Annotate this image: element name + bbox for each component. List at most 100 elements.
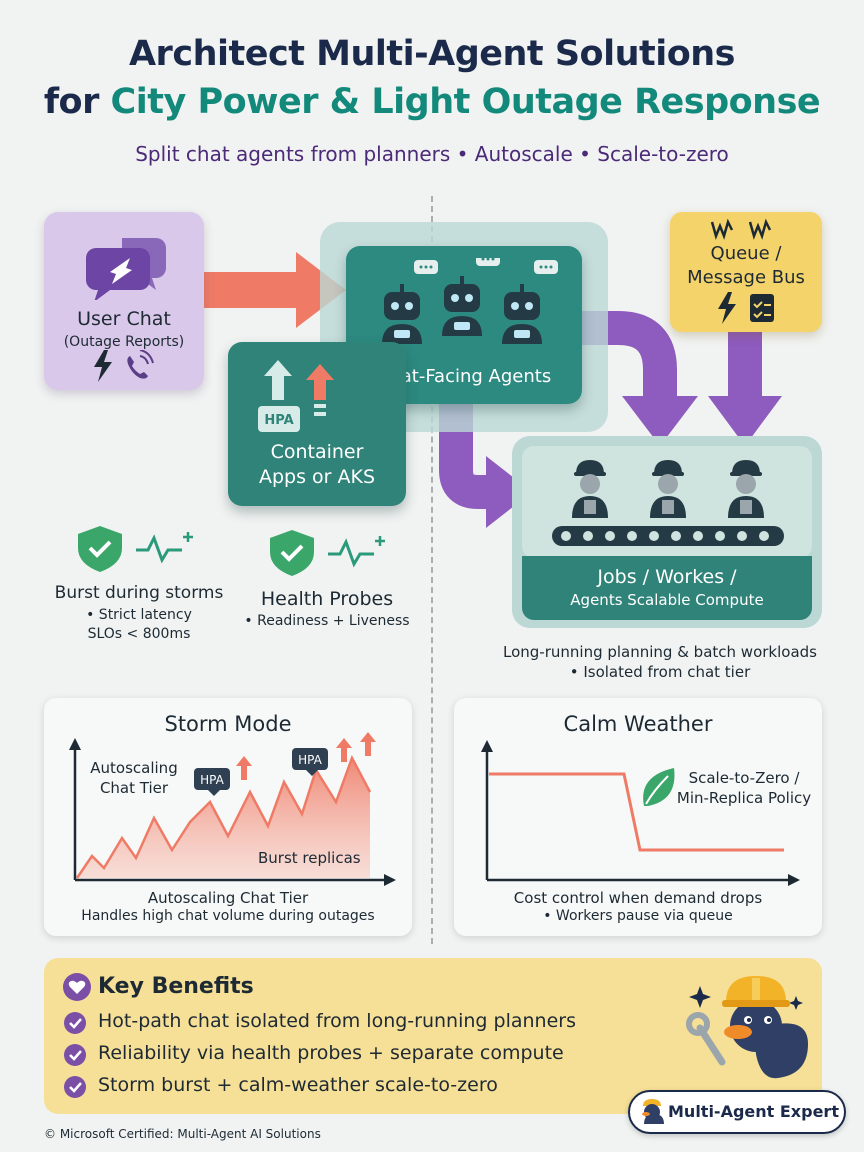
- hpa-tag-text-2: HPA: [298, 753, 322, 767]
- check-icon: [64, 1044, 86, 1066]
- calm-replica-line: [489, 772, 784, 852]
- user-to-agents-arrow: [204, 252, 346, 328]
- burst-feature-icons: [78, 526, 193, 572]
- calm-annot-line1: Scale-to-Zero /: [688, 769, 800, 787]
- hpa-tag-1: HPA: [194, 768, 230, 796]
- benefit-item-2: Reliability via health probes + separate…: [98, 1042, 564, 1064]
- storm-annot-line1: Autoscaling: [90, 759, 178, 777]
- leaf-icon: [643, 768, 675, 806]
- benefit-item-3: Storm burst + calm-weather scale-to-zero: [98, 1074, 498, 1096]
- title-prefix: for: [43, 82, 100, 122]
- calm-annotation: Scale-to-Zero / Min-Replica Policy: [672, 768, 816, 808]
- lightning-icon: [718, 292, 736, 324]
- key-benefits-panel: [44, 958, 822, 1114]
- benefit-item-1: Hot-path chat isolated from long-running…: [98, 1010, 576, 1032]
- page-title: Architect Multi-Agent Solutions: [128, 34, 736, 74]
- heartbeat-icon: [328, 536, 385, 568]
- feature-health-title: Health Probes: [260, 588, 394, 610]
- jobs-caption-line1: Long-running planning & batch workloads: [503, 643, 817, 661]
- calm-annot-line2: Min-Replica Policy: [676, 789, 812, 807]
- container-apps-card: HPA Container Apps or AKS: [228, 342, 406, 506]
- copyright: © Microsoft Certified: Multi-Agent AI So…: [44, 1127, 321, 1141]
- calm-caption1: Cost control when demand drops: [513, 889, 763, 907]
- queue-label-line1: Queue /: [710, 243, 782, 264]
- scale-up-arrow-icon: [360, 732, 376, 756]
- hpa-tag: HPA: [264, 413, 293, 428]
- queue-to-jobs-arrow: [708, 332, 782, 446]
- agents-to-jobs-arrow-right: [582, 311, 698, 446]
- subtitle: Split chat agents from planners • Autosc…: [135, 142, 729, 166]
- wrench-icon: [686, 1012, 726, 1066]
- chat-bubbles-icon: [86, 238, 166, 300]
- feature-burst-desc1: • Strict latency: [86, 607, 192, 623]
- center-divider: [431, 196, 433, 944]
- duck-mascot-icon: [686, 976, 808, 1079]
- badge-label: Multi-Agent Expert: [668, 1102, 839, 1121]
- worker-conveyor: [552, 460, 784, 546]
- user-chat-card: User Chat (Outage Reports): [44, 212, 204, 390]
- container-label-line1: Container: [270, 441, 364, 463]
- sparkle-icon: [789, 996, 803, 1010]
- burst-replicas-label: Burst replicas: [258, 849, 361, 867]
- storm-caption1: Autoscaling Chat Tier: [147, 889, 309, 907]
- phone-icon: [127, 350, 154, 379]
- storm-burst-area: [77, 758, 370, 878]
- jobs-label-line2: Agents Scalable Compute: [570, 591, 764, 609]
- hpa-tag-2: HPA: [292, 748, 328, 776]
- benefits-title: Key Benefits: [98, 974, 254, 999]
- flow-arrows: [204, 252, 782, 528]
- heart-icon: [63, 973, 91, 1001]
- calm-caption2: • Workers pause via queue: [543, 908, 733, 924]
- heartbeat-icon: [136, 532, 193, 564]
- signal-icon: [710, 218, 772, 240]
- calm-chart: [481, 740, 800, 886]
- shield-check-icon: [78, 526, 122, 572]
- queue-label-line2: Message Bus: [687, 267, 805, 288]
- storm-replica-line: [75, 754, 372, 879]
- shield-check-icon: [270, 530, 314, 576]
- worker-icon: [728, 460, 764, 518]
- storm-annot-line2: Chat Tier: [99, 779, 169, 797]
- user-chat-title: User Chat: [77, 308, 171, 330]
- check-icon: [64, 1012, 86, 1034]
- robot-group: [382, 258, 558, 344]
- container-label-line2: Apps or AKS: [258, 466, 376, 488]
- worker-icon: [572, 460, 608, 518]
- jobs-label-bar: [522, 556, 812, 620]
- robot-icon: [382, 260, 438, 344]
- calm-weather-panel: [454, 698, 822, 936]
- conveyor-belt-icon: [552, 526, 784, 546]
- jobs-card: [522, 446, 812, 558]
- agents-to-jobs-arrow-left: [439, 404, 532, 528]
- worker-icon: [650, 460, 686, 518]
- queue-card: Queue / Message Bus: [670, 212, 822, 332]
- jobs-caption-line2: • Isolated from chat tier: [569, 663, 751, 681]
- scale-up-arrow-icon: HPA: [258, 360, 334, 432]
- hpa-tag-text-1: HPA: [200, 773, 224, 787]
- storm-caption2: Handles high chat volume during outages: [81, 908, 375, 924]
- feature-burst-title: Burst during storms: [54, 583, 224, 603]
- chat-agents-label: Chat-Facing Agents: [376, 366, 552, 387]
- user-chat-subtitle: (Outage Reports): [63, 334, 185, 350]
- lightning-icon: [94, 350, 112, 382]
- storm-annotation: Autoscaling Chat Tier: [86, 758, 182, 798]
- queue-icons: [718, 292, 774, 324]
- robot-icon: [442, 258, 500, 336]
- health-feature-icons: [270, 530, 385, 576]
- robot-icon: [502, 260, 558, 344]
- queue-label: Queue / Message Bus: [670, 242, 822, 290]
- expert-badge: [628, 1090, 846, 1134]
- duck-badge-icon: [642, 1099, 664, 1124]
- alert-icons: [94, 350, 154, 382]
- feature-health-desc: • Readiness + Liveness: [244, 613, 410, 629]
- page-title-line2: for City Power & Light Outage Response: [0, 82, 864, 122]
- storm-panel-title: Storm Mode: [164, 712, 292, 736]
- checklist-icon: [750, 294, 774, 322]
- title-highlight: City Power & Light Outage Response: [110, 82, 821, 122]
- container-label: Container Apps or AKS: [228, 440, 406, 490]
- calm-panel-title: Calm Weather: [563, 712, 713, 736]
- check-icon: [64, 1076, 86, 1098]
- storm-chart: HPA HPA: [69, 732, 396, 886]
- scale-up-arrow-icon: [236, 756, 252, 780]
- feature-burst-desc2: SLOs < 800ms: [87, 626, 191, 642]
